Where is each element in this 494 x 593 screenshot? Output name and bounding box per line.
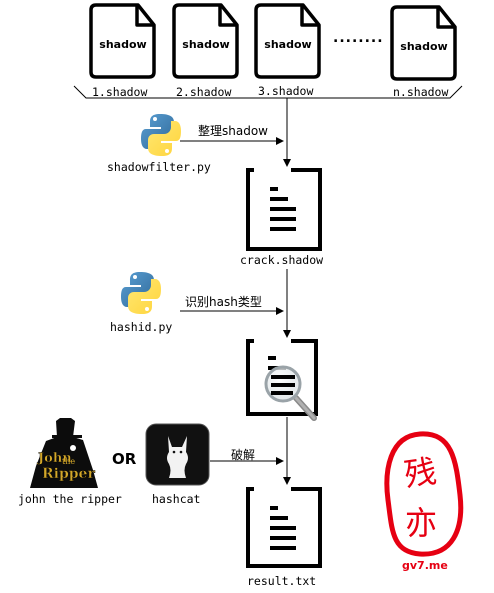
crack-shadow-file-icon xyxy=(246,168,322,251)
hashcat-tool-label: hashcat xyxy=(152,492,201,506)
john-tool-label: john the ripper xyxy=(18,492,122,506)
filter-step-label: 整理shadow xyxy=(198,124,268,138)
crack-shadow-label: crack.shadow xyxy=(240,253,324,267)
shadow-file-label: shadow xyxy=(182,38,230,51)
hashid-tool-label: hashid.py xyxy=(110,320,173,334)
john-logo-text: the xyxy=(62,457,76,466)
john-logo-text: Ripper xyxy=(42,466,95,482)
result-file-label: result.txt xyxy=(247,574,317,588)
shadowfilter-tool-label: shadowfilter.py xyxy=(107,160,211,174)
shadow-file-label: shadow xyxy=(99,38,147,51)
shadow-file-icon-1 xyxy=(89,3,156,79)
john-the-ripper-logo xyxy=(30,418,98,488)
shadow-file-icon-n xyxy=(390,5,457,81)
hashid-step-label: 识别hash类型 xyxy=(185,295,262,309)
shadow-caption-n: n.shadow xyxy=(393,85,449,99)
group-bracket xyxy=(73,85,463,99)
john-logo-text: John xyxy=(38,451,72,466)
ellipsis: ........ xyxy=(333,30,384,46)
shadow-file-label: shadow xyxy=(264,38,312,51)
magnifier-icon xyxy=(264,365,317,421)
crack-step-label: 破解 xyxy=(231,448,256,462)
result-file-icon xyxy=(246,487,322,568)
shadow-caption-1: 1.shadow xyxy=(92,85,148,99)
python-logo-icon xyxy=(121,272,161,314)
hashcat-icon xyxy=(145,423,210,486)
watermark-char: 残 xyxy=(401,451,439,495)
python-logo-icon xyxy=(141,114,181,156)
shadow-caption-2: 2.shadow xyxy=(176,85,232,99)
watermark-stamp xyxy=(384,431,464,557)
shadow-file-icon-3 xyxy=(254,3,321,79)
watermark-domain: gv7.me xyxy=(402,559,448,572)
shadow-file-label: shadow xyxy=(400,40,448,53)
watermark-char: 亦 xyxy=(405,504,438,542)
shadow-file-icon-2 xyxy=(172,3,239,79)
shadow-caption-3: 3.shadow xyxy=(258,84,314,98)
or-separator: OR xyxy=(112,450,137,468)
